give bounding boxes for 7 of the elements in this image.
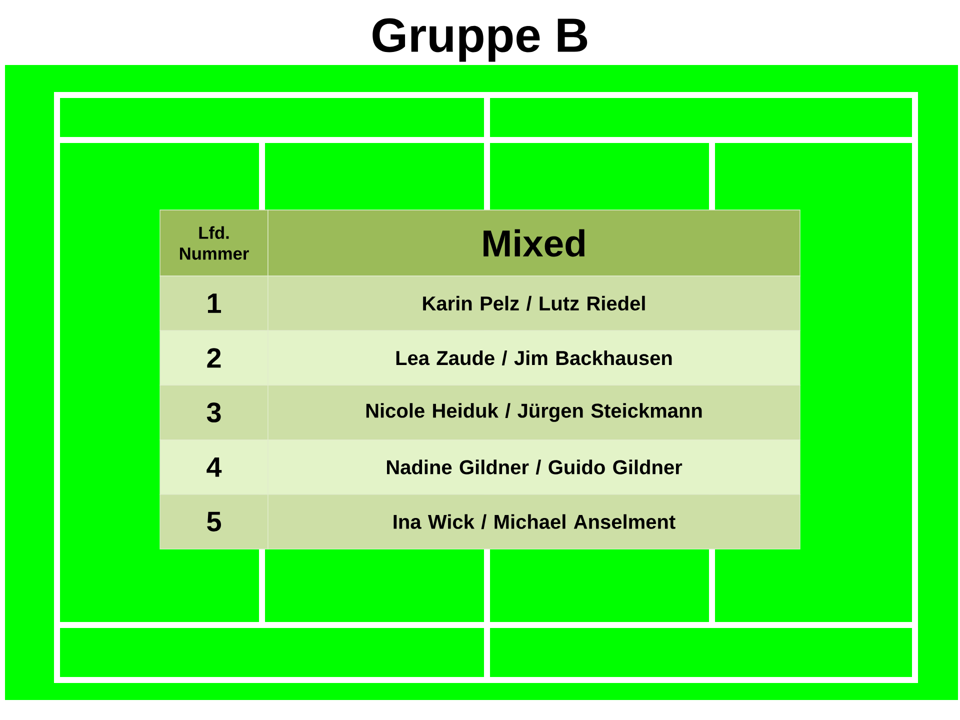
header-cell: Lfd. Nummer xyxy=(160,210,268,276)
table-cell: 3 xyxy=(160,384,268,440)
title: Gruppe B xyxy=(372,18,588,62)
table-cell: 5 xyxy=(160,494,268,550)
table-cell: 1 xyxy=(160,276,268,331)
table-cell: 2 xyxy=(160,330,268,386)
table-cell: 4 xyxy=(160,439,268,495)
